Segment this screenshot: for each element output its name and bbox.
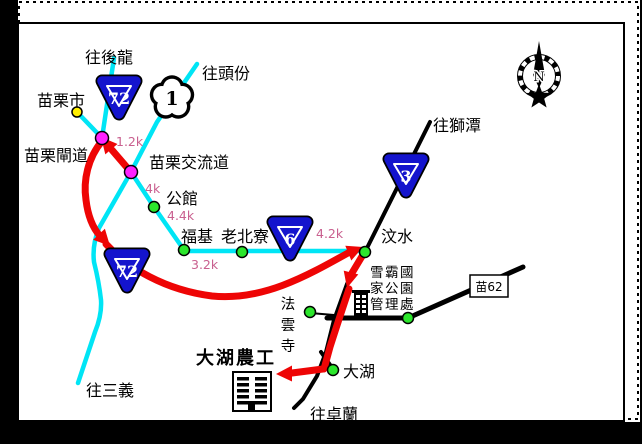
fayun-temple-dot xyxy=(303,305,317,319)
shield-number: 6 xyxy=(284,230,295,249)
shield-inner-line xyxy=(114,258,140,280)
label-wenshui: 汶水 xyxy=(381,227,413,246)
label-fuji: 福基 xyxy=(181,227,213,246)
miaoli-ramp-dot xyxy=(94,130,110,146)
compass-ring-stripes xyxy=(518,55,560,97)
route-seg-to-school xyxy=(288,365,327,377)
arrowhead-south xyxy=(93,228,110,246)
laobeiliao-dot xyxy=(235,245,249,259)
distance-4-2k: 4.2k xyxy=(316,226,344,241)
arrowhead-school xyxy=(276,365,292,382)
shield-body xyxy=(268,217,312,260)
arrowhead-wenshui xyxy=(345,245,363,261)
shield-body xyxy=(384,154,428,197)
gongguan-dot xyxy=(147,200,161,214)
place-labels: 往後龍 往頭份 苗栗市 苗栗閘道 苗栗交流道 公館 福基 老北寮 汶水 往獅潭 … xyxy=(24,48,481,424)
building-roof xyxy=(352,290,370,293)
fuji-dot xyxy=(177,243,191,257)
label-miaoli-ramp: 苗栗閘道 xyxy=(24,146,88,165)
shield-number: 72 xyxy=(108,89,130,108)
building-windows xyxy=(356,295,366,313)
label-to-sanyi: 往三義 xyxy=(86,381,134,400)
wenshui-dot xyxy=(358,245,372,259)
miao62-sign: 苗62 xyxy=(469,274,509,298)
miaoli-interchange-dot xyxy=(123,164,139,180)
shield-body xyxy=(105,249,149,292)
label-dahu: 大湖 xyxy=(343,362,375,381)
label-sheipa-line2: 家公園 xyxy=(370,280,415,297)
building-windows xyxy=(237,377,267,410)
label-dahu-school: 大湖農工 xyxy=(196,347,276,369)
compass-north-label: N xyxy=(533,70,544,85)
label-to-toufen: 往頭份 xyxy=(202,64,250,83)
label-sheipa-line1: 雪霸國 xyxy=(370,265,415,281)
shield-inner-line xyxy=(106,85,132,107)
distance-3-2k: 3.2k xyxy=(191,257,219,272)
distance-4k: 4k xyxy=(145,181,161,196)
label-to-shitan: 往獅潭 xyxy=(433,116,481,135)
national-1-shield: 1 xyxy=(149,75,195,119)
miao62-junction-dot xyxy=(401,311,415,325)
distance-labels: 1.2k 4k 4.4k 3.2k 4.2k xyxy=(116,134,344,272)
label-laobeiliao: 老北寮 xyxy=(221,227,269,246)
shield-number: 72 xyxy=(116,262,138,281)
shield-number: 3 xyxy=(400,167,411,186)
shield-number: 1 xyxy=(165,88,178,110)
dahu-dot xyxy=(326,363,340,377)
expressway-72-shield-north: 72 xyxy=(95,74,143,121)
miaoli-city-dot xyxy=(71,106,83,118)
route-seg-to-dahu xyxy=(320,285,353,373)
provincial-3-shield: 3 xyxy=(382,152,430,199)
shield-inner-line xyxy=(277,226,303,248)
expressway-72-shield-south: 72 xyxy=(103,247,151,294)
dahu-school-building xyxy=(232,371,272,412)
shield-body xyxy=(97,76,141,119)
label-fayun-temple: 法雲寺 xyxy=(281,296,296,355)
distance-1-2k: 1.2k xyxy=(116,134,144,149)
blossom-petals xyxy=(153,78,191,116)
label-to-zhuolan: 往卓蘭 xyxy=(310,405,358,424)
label-to-houlong: 往後龍 xyxy=(85,48,133,67)
arrowhead-down xyxy=(343,270,359,288)
label-gongguan: 公館 xyxy=(166,189,198,208)
shield-inner-line xyxy=(393,163,419,185)
compass-north-icon: N xyxy=(517,41,561,108)
sign-plate xyxy=(469,274,509,298)
route-seg-ramp-south xyxy=(81,137,106,240)
building-door xyxy=(248,401,255,410)
compass-needle xyxy=(533,41,545,88)
provincial-6-shield: 6 xyxy=(266,215,314,262)
route-arrowheads xyxy=(93,137,363,382)
distance-4-4k: 4.4k xyxy=(167,208,195,223)
sign-number: 苗62 xyxy=(475,280,502,294)
label-sheipa-line3: 管理處 xyxy=(370,297,415,313)
sheipa-office-building xyxy=(352,290,370,316)
compass-star xyxy=(526,84,552,108)
label-miaoli-city: 苗栗市 xyxy=(37,91,85,110)
junction-dots xyxy=(71,106,415,377)
label-miaoli-interchange: 苗栗交流道 xyxy=(149,153,229,172)
